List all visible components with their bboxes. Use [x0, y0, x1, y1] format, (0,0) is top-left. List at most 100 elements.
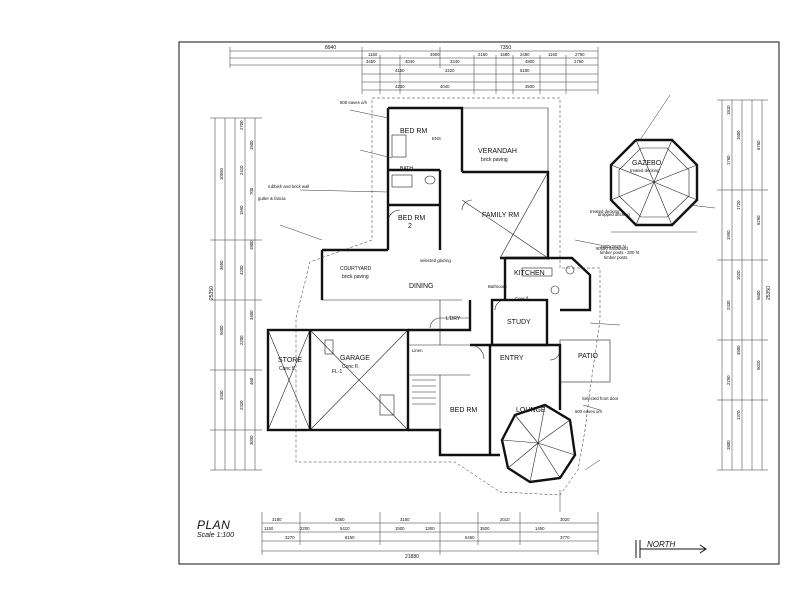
plan-title: PLAN — [197, 518, 231, 532]
dim-left-small: 2410 — [239, 165, 244, 175]
dim-left-part: 3650 — [219, 260, 224, 270]
dim-top-row2: 1580 — [500, 52, 510, 57]
annotation-note: 3900x2820 ht — [600, 244, 627, 249]
room-label-garage: GARAGE — [340, 355, 370, 362]
floor-level-label: FL-1 — [332, 369, 343, 375]
dim-right-small: 1370 — [736, 410, 741, 420]
annotation-note: 500 eaves o/h — [575, 409, 603, 414]
dim-right-part: 6250 — [756, 215, 761, 225]
dim-left-small: 3030 — [249, 435, 254, 445]
dim-bottom-row1: 3180 — [272, 517, 282, 522]
dim-top-row3: 4800 — [525, 59, 535, 64]
house-walls — [266, 97, 611, 496]
annotation-note: timber posts - 200 ht — [600, 250, 640, 255]
room-label-store: STORE — [278, 357, 302, 364]
dim-bottom-row2: 2200 — [300, 526, 310, 531]
dim-left-small: 2700 — [239, 120, 244, 130]
room-label-gazebo: GAZEBO — [632, 160, 662, 167]
room-label-linen: Linen — [412, 348, 423, 353]
dim-right-small: 1990 — [726, 230, 731, 240]
room-label-bed1: BED RM — [400, 128, 427, 135]
dim-bottom-row2: 5410 — [340, 526, 350, 531]
sheet-frame — [178, 41, 780, 565]
dim-right-small: 1760 — [726, 155, 731, 165]
room-note-verandah: brick paving — [481, 157, 508, 163]
dim-top-row4: 4150 — [395, 68, 405, 73]
dim-bottom-row3: 8150 — [345, 535, 355, 540]
room-label-lounge: LOUNGE — [516, 407, 546, 414]
dim-left-small: 2200 — [239, 335, 244, 345]
dim-top-row4: 2220 — [445, 68, 455, 73]
dim-left-part: 10550 — [219, 167, 224, 180]
dim-bottom-row3: 5460 — [465, 535, 475, 540]
dim-right-small: 1800 — [726, 440, 731, 450]
dim-bottom-row1: 2010 — [500, 517, 510, 522]
room-label-bed3: BED RM — [450, 407, 477, 414]
right-dimension-strings — [717, 99, 768, 471]
room-note-courtyard: brick paving — [342, 274, 369, 280]
dim-top-row5: 4230 — [395, 84, 405, 89]
dim-left-part: 5600 — [219, 325, 224, 335]
dim-top-row2: 4900 — [430, 52, 440, 57]
annotation-note: timber posts — [604, 255, 627, 260]
dim-bottom-row1: 6360 — [335, 517, 345, 522]
room-label-bed2-no: 2 — [408, 223, 412, 230]
dim-top-row2: 1150 — [368, 52, 378, 57]
left-dimension-strings — [210, 117, 262, 471]
dim-right-small: 4500 — [736, 345, 741, 355]
room-label-bed2: BED RM — [398, 215, 425, 222]
dim-left-small: 2320 — [239, 400, 244, 410]
dim-right-part: 5600 — [756, 290, 761, 300]
dim-top-row2: 2790 — [575, 52, 585, 57]
room-label-study: STUDY — [507, 319, 531, 326]
annotation-note: Bathroom — [488, 284, 507, 289]
plan-scale: Scale 1:100 — [197, 532, 234, 539]
dim-left-small: 700 — [249, 187, 254, 195]
dim-right-small: 1600 — [736, 130, 741, 140]
dim-right-part: 6760 — [756, 140, 761, 150]
room-note-gazebo: treated decking — [630, 168, 660, 173]
dim-right-small: 1720 — [736, 200, 741, 210]
room-note-garage: Conc fl. — [342, 364, 359, 370]
room-label-kitchen: KITCHEN — [514, 270, 545, 277]
dim-top-row1: 7350 — [500, 45, 511, 51]
dim-bottom-row3: 3770 — [560, 535, 570, 540]
dim-left-small: 3400 — [249, 310, 254, 320]
dim-left-small: 460 — [249, 377, 254, 385]
dim-top-row2: 2480 — [520, 52, 530, 57]
annotation-note: dropped decking — [598, 212, 630, 217]
north-arrow-symbol — [635, 540, 707, 558]
gazebo — [609, 138, 699, 233]
dim-right-small: 1810 — [726, 105, 731, 115]
dim-top-row3: 2760 — [574, 59, 584, 64]
dim-top-row4: 5180 — [520, 68, 530, 73]
dim-bottom-row2: 3500 — [480, 526, 490, 531]
room-note-store: Conc fl. — [279, 366, 296, 372]
dim-left-overall: 25350 — [209, 286, 215, 300]
dim-left-small: 1500 — [249, 140, 254, 150]
dim-right-small: 2330 — [726, 300, 731, 310]
room-label-courtyard: COURTYARD — [340, 266, 372, 272]
dim-bottom-row1: 3020 — [560, 517, 570, 522]
dim-top-row5: 3500 — [525, 84, 535, 89]
dim-top-row1: 8940 — [325, 45, 336, 51]
room-label-patio: PATIO — [578, 353, 599, 360]
annotation-note: Selected front door — [582, 396, 619, 401]
dim-top-row3: 4040 — [405, 59, 415, 64]
dim-bottom-row3: 3270 — [285, 535, 295, 540]
room-label-ens: ENS — [432, 136, 441, 141]
room-label-verandah: VERANDAH — [478, 148, 517, 155]
top-dimension-strings — [229, 47, 599, 94]
annotation-note: treated decking — [590, 209, 620, 214]
room-label-family: FAMILY RM — [482, 212, 519, 219]
dim-top-row2: 1160 — [548, 52, 558, 57]
annotation-note: Conc fl. — [515, 296, 530, 301]
annotation-note: 90x90 hardwood — [596, 246, 628, 251]
dim-right-overall: 25350 — [766, 286, 772, 300]
dim-bottom-row2: 1300 — [425, 526, 435, 531]
annotation-note: 500 eaves o/h — [340, 100, 368, 105]
